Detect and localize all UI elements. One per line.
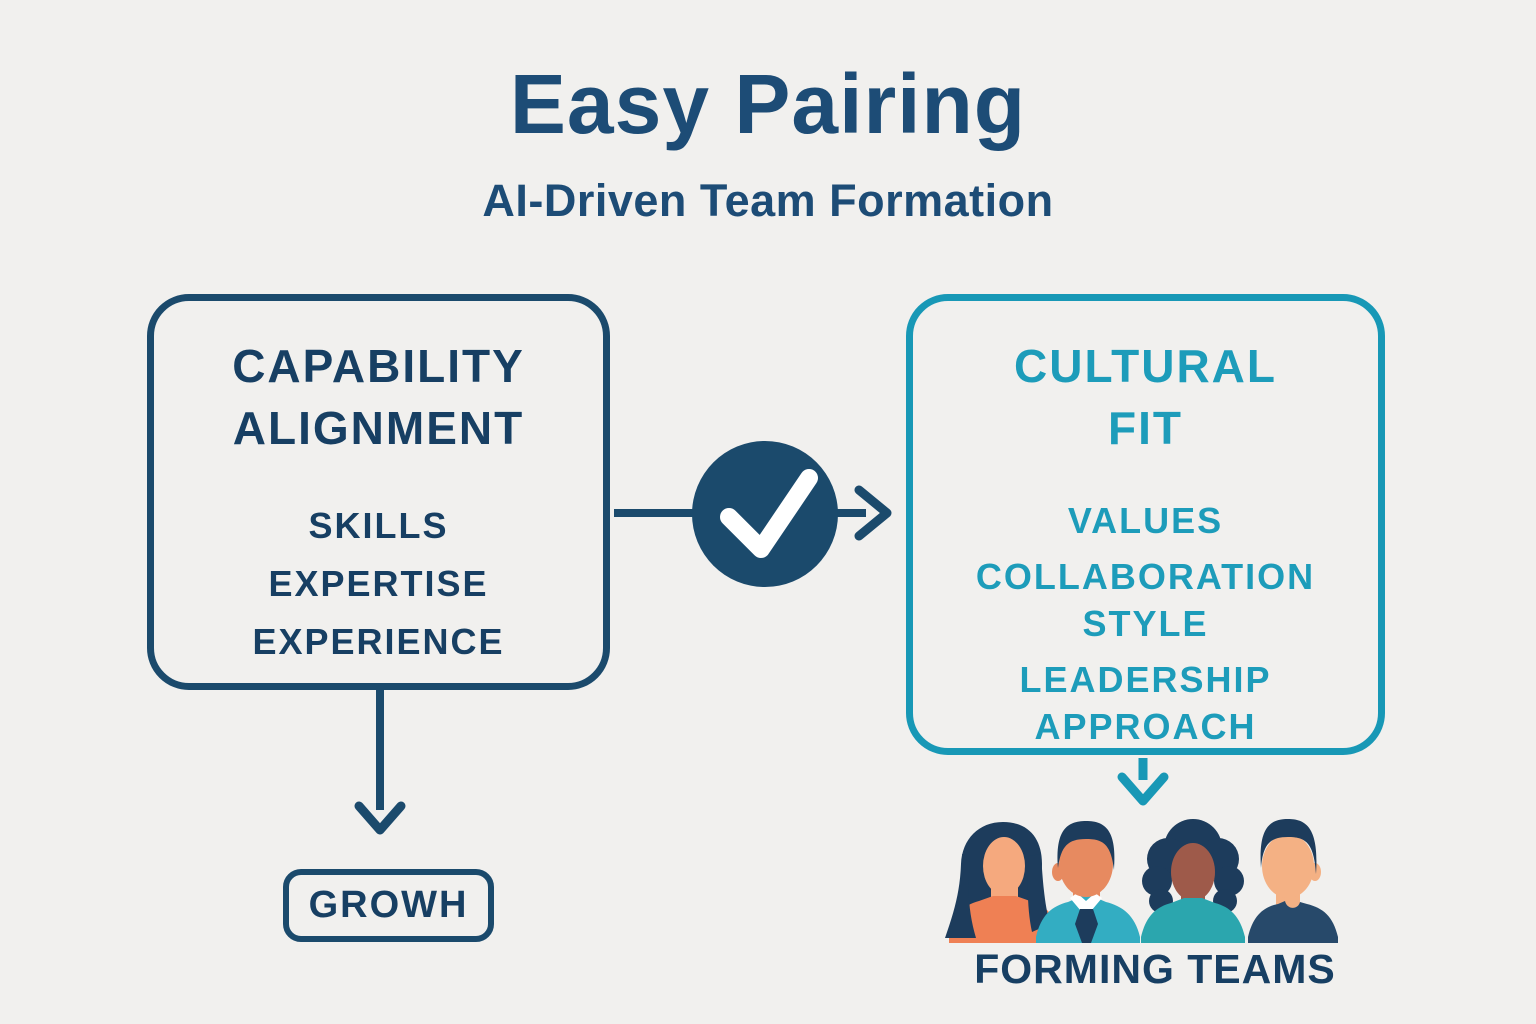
page-subtitle: AI-Driven Team Formation — [482, 175, 1054, 226]
capability-box-items: SKILLS EXPERTISE EXPERIENCE — [154, 497, 603, 671]
person-4-hair — [1260, 819, 1317, 874]
person-1-avatar — [945, 822, 1060, 943]
person-2-hair — [1057, 821, 1115, 870]
capability-item-expertise: EXPERTISE — [268, 563, 489, 605]
person-4-top — [1248, 901, 1338, 943]
person-2-avatar — [1036, 821, 1140, 943]
arrow-right-icon — [854, 485, 892, 541]
page-title: Easy Pairing — [509, 57, 1027, 151]
person-1-face — [983, 837, 1025, 895]
cultural-box-heading: CULTURAL FIT — [913, 335, 1378, 459]
person-3-face — [1171, 843, 1215, 901]
cultural-heading-line1: CULTURAL — [1014, 340, 1277, 392]
check-icon — [720, 469, 818, 558]
person-4-avatar — [1248, 819, 1338, 943]
capability-item-skills: SKILLS — [308, 505, 449, 547]
person-4-face — [1262, 834, 1314, 898]
person-2-face — [1059, 831, 1113, 897]
growth-box: GROWH — [283, 869, 494, 942]
person-2-tie — [1075, 909, 1098, 943]
cultural-item-values: VALUES — [1067, 500, 1224, 542]
person-3-avatar — [1141, 819, 1245, 943]
check-circle-icon — [692, 441, 838, 587]
capability-heading-line1: CAPABILITY — [232, 340, 525, 392]
cultural-box-items: VALUES COLLABORATION STYLE LEADERSHIP AP… — [913, 497, 1378, 750]
forming-teams-label: FORMING TEAMS — [974, 946, 1336, 992]
capability-heading-line2: ALIGNMENT — [232, 402, 525, 455]
cultural-heading-line2: FIT — [1108, 402, 1183, 455]
person-1-hair-front-right — [1027, 854, 1050, 932]
arrow-down-teal-icon — [1117, 772, 1169, 806]
person-3-top — [1141, 898, 1245, 943]
cultural-item-collaboration-style: COLLABORATION STYLE — [975, 556, 1316, 645]
capability-box-heading: CAPABILITY ALIGNMENT — [154, 335, 603, 459]
person-2-collar — [1070, 893, 1102, 917]
cultural-fit-box: CULTURAL FIT VALUES COLLABORATION STYLE … — [906, 294, 1385, 755]
growth-label: GROWH — [308, 884, 469, 926]
person-1-hair-front-left — [947, 854, 976, 938]
cultural-item-leadership-approach: LEADERSHIP APPROACH — [1019, 659, 1272, 748]
arrow-down-icon — [354, 801, 406, 835]
capability-alignment-box: CAPABILITY ALIGNMENT SKILLS EXPERTISE EX… — [147, 294, 610, 690]
forming-teams-illustration — [945, 819, 1338, 943]
capability-item-experience: EXPERIENCE — [252, 621, 505, 663]
